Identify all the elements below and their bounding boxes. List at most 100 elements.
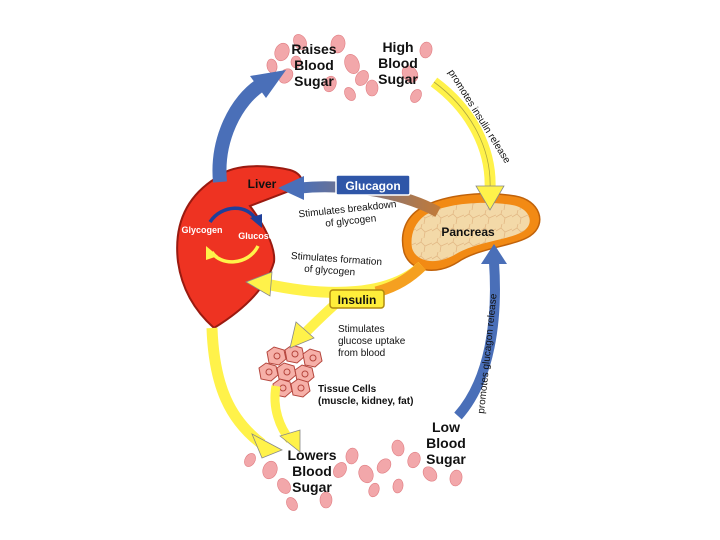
raises-line-3: Sugar: [294, 73, 334, 89]
cycle-arrowhead-yellow: [206, 246, 218, 260]
blood-cell: [355, 70, 369, 86]
promotes-glucagon-release-label: promotes glucagon release: [476, 293, 500, 415]
tissue-line-2: (muscle, kidney, fat): [318, 396, 413, 407]
blood-cell: [262, 460, 278, 480]
tissue-cell: [302, 348, 323, 368]
lowers-line-1: Lowers: [287, 447, 336, 463]
arrowhead-tissue: [289, 321, 315, 349]
pancreas-label: Pancreas: [441, 225, 495, 239]
blood-cell: [358, 464, 374, 484]
glucagon-label: Glucagon: [345, 179, 400, 193]
glycogen-glucose-cycle: [206, 206, 262, 264]
low-line-2: Blood: [426, 435, 466, 451]
high-line-3: Sugar: [378, 71, 418, 87]
tissue-cell-nucleus: [309, 354, 317, 362]
liver: [176, 165, 303, 330]
tissue-cell-nucleus: [297, 384, 305, 392]
blood-cell: [368, 482, 380, 498]
promotes-insulin-release-label: promotes insulin release: [445, 68, 512, 166]
stimulates-formation-label: Stimulates formation of glycogen: [291, 251, 383, 279]
raises-line-2: Blood: [294, 57, 334, 73]
tissue-cell-nucleus: [291, 350, 299, 358]
stimulates-breakdown-label: Stimulates breakdown of glycogen: [298, 199, 397, 229]
pancreas-texture: [411, 202, 530, 262]
tissue-cell: [258, 362, 279, 382]
raises-blood-sugar-label: Raises Blood Sugar: [291, 41, 336, 89]
arrowhead-glucagon: [278, 176, 304, 200]
tissue-cells: [258, 344, 323, 398]
high-line-2: Blood: [378, 55, 418, 71]
arrowhead-lowers-1: [251, 433, 283, 459]
blood-cells: [244, 34, 463, 511]
blood-cell: [277, 478, 291, 494]
arrowhead-pancreas-bottom: [481, 244, 507, 264]
blood-cell: [422, 466, 438, 482]
blood-cell: [274, 42, 290, 62]
glucagon-box: Glucagon: [335, 174, 411, 196]
cycle-arrow-blue: [208, 206, 258, 224]
lowers-blood-sugar-label: Lowers Blood Sugar: [287, 447, 336, 495]
tissue-cell: [266, 346, 287, 366]
blood-cell: [244, 453, 256, 467]
tissue-line-1: Tissue Cells: [318, 384, 377, 395]
tissue-cell-nucleus: [283, 368, 291, 376]
arrow-high-to-pancreas-edge: [433, 81, 491, 191]
insulin-label: Insulin: [338, 293, 377, 307]
arrow-liver-to-lowers: [206, 327, 266, 449]
blood-cell: [449, 469, 463, 487]
blood-cell: [407, 451, 421, 469]
cycle-arrowhead-blue: [250, 214, 262, 228]
high-line-1: High: [382, 39, 413, 55]
uptake-line-3: from blood: [338, 348, 385, 359]
blood-cell: [290, 55, 302, 69]
blood-cell: [319, 491, 333, 509]
stimulates-uptake-label: Stimulates glucose uptake from blood: [338, 324, 406, 359]
tissue-cell-nucleus: [301, 370, 309, 378]
blood-cell: [330, 34, 346, 54]
liver-label: Liver: [248, 177, 277, 191]
insulin-box: Insulin: [329, 289, 385, 309]
arrow-low-to-pancreas: [454, 261, 500, 420]
blood-cell: [293, 34, 307, 50]
uptake-line-1: Stimulates: [338, 324, 385, 335]
breakdown-line-2: of glycogen: [325, 213, 377, 229]
blood-cell: [345, 447, 359, 465]
arrow-high-to-pancreas: [430, 77, 496, 191]
arrow-liver-to-raises: [212, 78, 266, 183]
arrowhead-raises: [250, 70, 286, 98]
low-line-1: Low: [432, 419, 460, 435]
blood-cell: [410, 89, 422, 103]
blood-cell: [344, 87, 356, 101]
tissue-cell: [276, 362, 297, 382]
glucose-label: Glucose: [238, 231, 274, 241]
low-line-3: Sugar: [426, 451, 466, 467]
blood-cell: [419, 41, 433, 59]
blood-cell: [391, 439, 405, 457]
raises-line-1: Raises: [291, 41, 336, 57]
lowers-line-2: Blood: [292, 463, 332, 479]
arrow-insulin-orange-part: [374, 262, 426, 298]
blood-cell: [376, 458, 392, 474]
uptake-line-2: glucose uptake: [338, 336, 406, 347]
tissue-cell: [284, 344, 305, 364]
blood-cell: [266, 58, 278, 74]
glycogen-label: Glycogen: [181, 225, 222, 235]
arrowhead-pancreas-top: [475, 185, 505, 211]
tissue-cell: [290, 378, 311, 398]
blood-cell: [401, 65, 419, 83]
arrowhead-lowers-2: [279, 429, 301, 453]
blood-cell: [392, 478, 404, 494]
arrowhead-insulin-liver: [245, 271, 273, 297]
lowers-line-3: Sugar: [292, 479, 332, 495]
formation-line-2: of glycogen: [304, 264, 356, 279]
blood-cell: [365, 79, 379, 97]
blood-cell: [286, 497, 298, 511]
blood-cell: [323, 75, 337, 93]
blood-cell: [344, 54, 360, 74]
tissue-cell-nucleus: [273, 352, 281, 360]
tissue-cells-label: Tissue Cells (muscle, kidney, fat): [318, 384, 413, 407]
blood-cell: [333, 462, 347, 478]
low-blood-sugar-label: Low Blood Sugar: [426, 419, 466, 467]
tissue-cell-nucleus: [265, 368, 273, 376]
